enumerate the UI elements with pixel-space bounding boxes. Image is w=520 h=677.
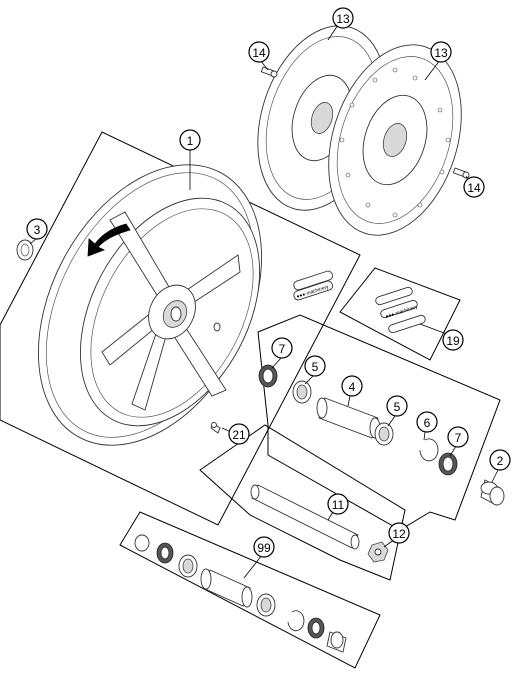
callout-7-right: 7 [447, 426, 469, 448]
wheel-group-outline [0, 131, 361, 526]
disc-bolt-top [260, 66, 278, 78]
callout-3: 3 [26, 218, 48, 240]
seal-7-right [438, 452, 458, 476]
bearing-kit-99-parts [134, 534, 347, 653]
callout-13-front: 13 [430, 41, 452, 63]
spacer-3 [16, 239, 34, 261]
svg-text:4: 4 [349, 380, 356, 394]
callout-11: 11 [327, 493, 349, 515]
brake-disc-front [328, 44, 462, 236]
callout-19: 19 [442, 329, 464, 351]
svg-text:5: 5 [394, 400, 401, 414]
bearing-group-outline [257, 314, 501, 531]
sticker-group-outline [339, 267, 461, 361]
svg-text:19: 19 [446, 334, 460, 348]
spacer-tube-4 [316, 397, 381, 439]
svg-text:1: 1 [187, 134, 194, 148]
disc-bolt-bottom [452, 167, 470, 179]
svg-text:13: 13 [336, 12, 350, 26]
callout-13-rear: 13 [332, 7, 354, 29]
seal-7-left [258, 364, 278, 388]
callout-5-left: 5 [304, 355, 326, 377]
svg-text:6: 6 [424, 416, 431, 430]
circlip-6 [419, 438, 439, 462]
sticker-loose: ●●● machinery [293, 270, 333, 301]
callout-5-right: 5 [386, 395, 408, 417]
bearing-kit-outline [119, 511, 381, 669]
svg-text:13: 13 [434, 46, 448, 60]
screw-21 [210, 422, 221, 434]
svg-text:2: 2 [497, 454, 504, 468]
wheel-rim [37, 164, 263, 446]
svg-text:3: 3 [34, 223, 41, 237]
bearing-5-right [374, 422, 394, 446]
svg-text:5: 5 [312, 360, 319, 374]
callout-99: 99 [253, 536, 275, 558]
sticker-kit: ●●● machinery [375, 286, 426, 334]
callout-6: 6 [416, 411, 438, 433]
axle-nut-12 [367, 541, 389, 563]
svg-text:7: 7 [455, 431, 462, 445]
callout-14-top: 14 [248, 41, 270, 63]
svg-text:12: 12 [392, 527, 406, 541]
svg-text:14: 14 [467, 181, 481, 195]
spacer-2 [480, 479, 505, 506]
callout-12: 12 [388, 522, 410, 544]
svg-text:11: 11 [332, 498, 345, 512]
callout-1: 1 [179, 129, 201, 151]
svg-text:21: 21 [232, 428, 246, 442]
axle-11 [250, 484, 360, 550]
callout-4: 4 [341, 375, 363, 397]
callout-7-left: 7 [271, 337, 293, 359]
axle-group-outline [199, 424, 406, 581]
rotation-arrow-icon [87, 223, 131, 257]
svg-text:99: 99 [257, 541, 271, 555]
svg-text:7: 7 [279, 342, 286, 356]
bearing-5-left [292, 380, 312, 404]
callout-14-bottom: 14 [463, 176, 485, 198]
svg-text:14: 14 [252, 46, 266, 60]
callout-2: 2 [489, 449, 511, 471]
callout-21: 21 [228, 423, 250, 445]
